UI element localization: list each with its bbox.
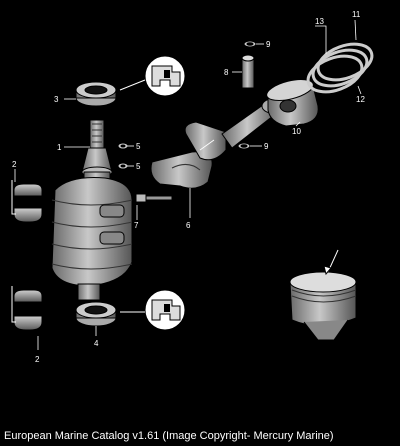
- main-bearing-upper: [11, 180, 43, 223]
- callout-2b: 2: [35, 355, 40, 364]
- crankshaft: [51, 119, 133, 301]
- callout-4: 4: [94, 339, 99, 348]
- piston: [266, 79, 319, 127]
- callout-12: 12: [356, 95, 365, 104]
- callout-7: 7: [134, 221, 139, 230]
- exploded-parts-diagram: 1 2 2 3 4 5 5 6 7 8 9 9 10 11 12 13: [11, 10, 374, 364]
- piston-assembly: [289, 249, 357, 341]
- washers: [117, 142, 129, 170]
- piston-rings: [306, 42, 374, 94]
- leader-lines: [14, 19, 362, 350]
- callout-9b: 9: [264, 142, 269, 151]
- callout-6: 6: [186, 221, 191, 230]
- callout-10: 10: [292, 127, 301, 136]
- detail-view-upper: [119, 55, 186, 97]
- piston-pin: [241, 54, 255, 89]
- oil-seal-lower: [75, 301, 117, 327]
- callout-3: 3: [54, 95, 59, 104]
- callout-5a: 5: [136, 142, 141, 151]
- callout-11: 11: [352, 10, 361, 19]
- callout-2a: 2: [12, 160, 17, 169]
- detail-view-lower: [120, 289, 186, 331]
- rod-bolt: [135, 193, 173, 203]
- callout-9a: 9: [266, 40, 271, 49]
- callout-13: 13: [315, 17, 324, 26]
- callouts: 1 2 2 3 4 5 5 6 7 8 9 9 10 11 12 13: [12, 10, 365, 364]
- callout-1: 1: [57, 143, 62, 152]
- callout-8: 8: [224, 68, 229, 77]
- image-caption: European Marine Catalog v1.61 (Image Cop…: [4, 430, 334, 442]
- main-bearing-lower: [11, 286, 43, 331]
- callout-5b: 5: [136, 162, 141, 171]
- oil-seal-upper: [75, 81, 117, 107]
